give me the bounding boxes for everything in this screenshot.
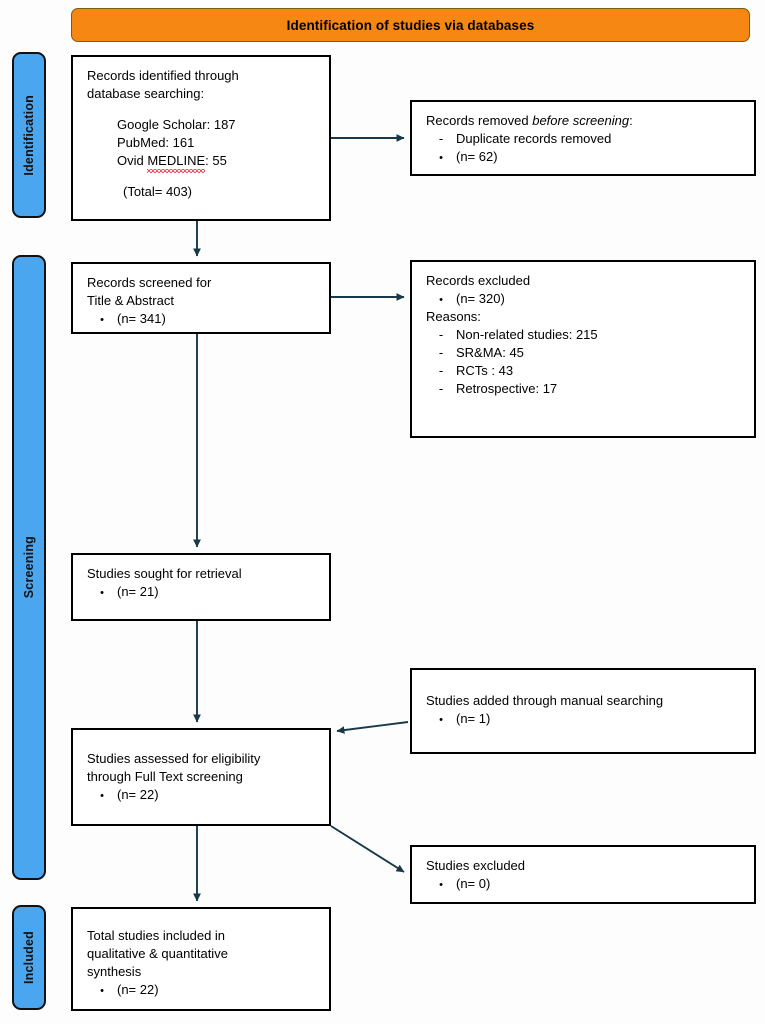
bullet-marker: •: [439, 293, 443, 306]
records-removed-item-duplicate: - Duplicate records removed: [426, 130, 742, 148]
records-screened-count-text: (n= 341): [117, 310, 166, 326]
stage-label-included: Included: [22, 931, 36, 984]
bullet-marker: •: [439, 713, 443, 726]
records-excluded-count: • (n= 320): [426, 290, 742, 308]
records-identified-total: (Total= 403): [123, 183, 193, 199]
reason-item: - Non-related studies: 215: [426, 326, 742, 344]
box-total-included: Total studies included in qualitative & …: [71, 907, 331, 1011]
total-included-count-text: (n= 22): [117, 981, 159, 997]
stage-label-identification: Identification: [22, 94, 36, 176]
dash-marker: -: [438, 344, 444, 360]
records-excluded-reasons-label: Reasons:: [426, 309, 481, 325]
records-identified-line2: database searching:: [87, 85, 205, 101]
reason-item: - SR&MA: 45: [426, 344, 742, 362]
total-included-line2: qualitative & quantitative: [87, 945, 228, 961]
records-removed-heading-italic: before screening: [532, 113, 630, 128]
records-identified-source-google: Google Scholar: 187: [117, 116, 236, 132]
studies-sought-count: • (n= 21): [87, 583, 317, 601]
records-screened-line1: Records screened for: [87, 275, 212, 290]
studies-manual-count: • (n= 1): [426, 710, 742, 728]
dash-marker: -: [438, 362, 444, 378]
total-included-line1: Total studies included in: [87, 928, 226, 943]
dash-marker: -: [438, 380, 444, 396]
reason-text-srma: SR&MA: 45: [456, 344, 524, 360]
records-removed-count-text: (n= 62): [456, 148, 498, 164]
records-removed-heading-prefix: Records removed: [426, 113, 533, 128]
bullet-marker: •: [439, 151, 443, 164]
box-studies-sought: Studies sought for retrieval • (n= 21): [71, 553, 331, 621]
stage-bar-included: Included: [12, 905, 46, 1010]
bullet-marker: •: [100, 789, 104, 802]
dash-marker: -: [438, 327, 444, 343]
box-records-excluded: Records excluded • (n= 320) Reasons: - N…: [410, 260, 756, 438]
box-records-removed: Records removed before screening: - Dupl…: [410, 100, 756, 176]
box-records-screened: Records screened for Title & Abstract • …: [71, 262, 331, 334]
box-records-identified: Records identified through database sear…: [71, 55, 331, 221]
dash-marker: -: [438, 130, 444, 146]
bullet-marker: •: [100, 586, 104, 599]
records-screened-line2: Title & Abstract: [87, 292, 174, 308]
reason-text-non-related: Non-related studies: 215: [456, 327, 598, 343]
stage-bar-identification: Identification: [12, 52, 46, 218]
reason-item: - Retrospective: 17: [426, 380, 742, 398]
records-identified-source-pubmed: PubMed: 161: [117, 134, 195, 150]
records-removed-count: • (n= 62): [426, 148, 742, 166]
records-removed-item1-text: Duplicate records removed: [456, 130, 612, 146]
banner-title: Identification of studies via databases: [286, 17, 535, 33]
studies-excluded-heading: Studies excluded: [426, 858, 526, 873]
banner-identification-databases: Identification of studies via databases: [71, 8, 750, 42]
records-removed-heading: Records removed before screening:: [426, 112, 742, 130]
total-included-count: • (n= 22): [87, 981, 317, 999]
box-studies-excluded: Studies excluded • (n= 0): [410, 845, 756, 904]
records-screened-count: • (n= 341): [87, 310, 317, 328]
edge-manual-eligibility: [336, 721, 409, 734]
records-identified-source-medline: Ovid MEDLINE: 55: [87, 152, 317, 173]
records-removed-heading-suffix: :: [629, 113, 633, 128]
stage-label-screening: Screening: [22, 536, 36, 599]
reason-text-retrospective: Retrospective: 17: [456, 380, 558, 396]
studies-excluded-count-text: (n= 0): [456, 875, 491, 891]
studies-excluded-count: • (n= 0): [426, 875, 742, 893]
total-included-line3: synthesis: [87, 963, 142, 979]
stage-bar-screening: Screening: [12, 255, 46, 880]
spellcheck-underline-medline: MEDLINE: [147, 152, 206, 173]
bullet-marker: •: [100, 313, 104, 326]
edge-eligibility-studiesexcluded: [330, 825, 405, 873]
studies-eligibility-line1: Studies assessed for eligibility: [87, 751, 261, 766]
box-studies-added-manual: Studies added through manual searching •…: [410, 668, 756, 754]
studies-sought-count-text: (n= 21): [117, 583, 159, 599]
records-excluded-count-text: (n= 320): [456, 290, 505, 306]
studies-sought-heading: Studies sought for retrieval: [87, 566, 242, 581]
bullet-marker: •: [439, 878, 443, 891]
reason-text-rcts: RCTs : 43: [456, 362, 514, 378]
studies-manual-count-text: (n= 1): [456, 710, 491, 726]
medline-prefix: Ovid: [117, 152, 148, 168]
medline-suffix: : 55: [205, 152, 227, 168]
studies-eligibility-line2: through Full Text screening: [87, 768, 243, 784]
records-excluded-heading: Records excluded: [426, 273, 531, 288]
reason-item: - RCTs : 43: [426, 362, 742, 380]
bullet-marker: •: [100, 984, 104, 997]
studies-eligibility-count: • (n= 22): [87, 786, 317, 804]
studies-eligibility-count-text: (n= 22): [117, 786, 159, 802]
records-identified-line1: Records identified through: [87, 68, 239, 83]
studies-manual-heading: Studies added through manual searching: [426, 693, 664, 708]
box-studies-eligibility: Studies assessed for eligibility through…: [71, 728, 331, 826]
